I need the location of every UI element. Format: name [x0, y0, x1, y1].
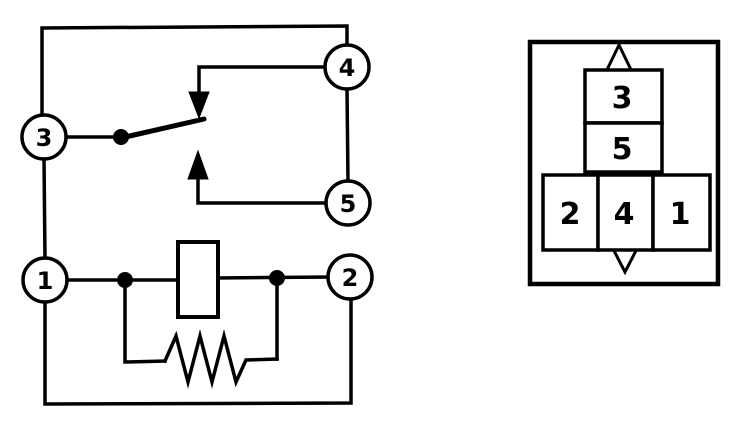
terminal-1: 1	[21, 256, 69, 304]
terminal-5: 5	[324, 179, 372, 227]
terminal-2-circle	[326, 253, 374, 301]
pin-1-label: 1	[670, 197, 691, 232]
pin-5-box	[583, 121, 664, 174]
wire-contact-to-5	[196, 175, 329, 205]
contact-arrow-up-icon	[187, 149, 209, 180]
terminal-3-circle	[20, 113, 68, 161]
pin-3-box	[583, 68, 664, 125]
terminal-5-circle	[324, 179, 372, 227]
terminal-4-circle	[323, 43, 371, 91]
wire-contact-from-4	[197, 65, 328, 96]
terminal-2: 2	[326, 253, 374, 301]
switch-arm	[118, 116, 207, 141]
pin-1: 1	[651, 173, 712, 252]
terminal-4: 4	[323, 43, 371, 91]
wire-3-to-1	[42, 156, 47, 261]
relay-schematic: 3 4 5 1 2	[20, 24, 374, 406]
relay-coil	[176, 240, 220, 319]
pin-3: 3	[583, 68, 664, 125]
wire-resistor-left-lead	[123, 285, 167, 364]
pin-1-box	[651, 173, 712, 252]
terminal-2-label: 2	[342, 264, 359, 292]
terminal-3-label: 3	[36, 124, 53, 152]
terminal-5-label: 5	[340, 190, 357, 218]
terminal-1-circle	[21, 256, 69, 304]
junction-dot-left	[117, 272, 133, 288]
pin-5: 5	[583, 121, 664, 174]
resistor-zigzag	[162, 329, 279, 389]
pin-5-label: 5	[612, 132, 633, 167]
pin-4-label: 4	[614, 197, 635, 232]
pin-2-label: 2	[560, 197, 581, 232]
pin-2: 2	[541, 173, 600, 252]
pin-4: 4	[596, 173, 655, 252]
junction-dot-right	[269, 270, 285, 286]
wire-4-to-5	[345, 87, 350, 184]
terminal-3: 3	[20, 113, 68, 161]
pin-4-box	[596, 173, 655, 252]
wire-bottom-loop	[43, 296, 353, 406]
pin-layout: 3 5 2 4 1	[527, 39, 721, 287]
terminal-1-label: 1	[37, 267, 54, 295]
terminal-4-label: 4	[339, 54, 356, 82]
contact-arrow-down-icon	[188, 91, 210, 120]
pin-3-label: 3	[612, 81, 633, 116]
wire-top-loop	[40, 24, 349, 118]
